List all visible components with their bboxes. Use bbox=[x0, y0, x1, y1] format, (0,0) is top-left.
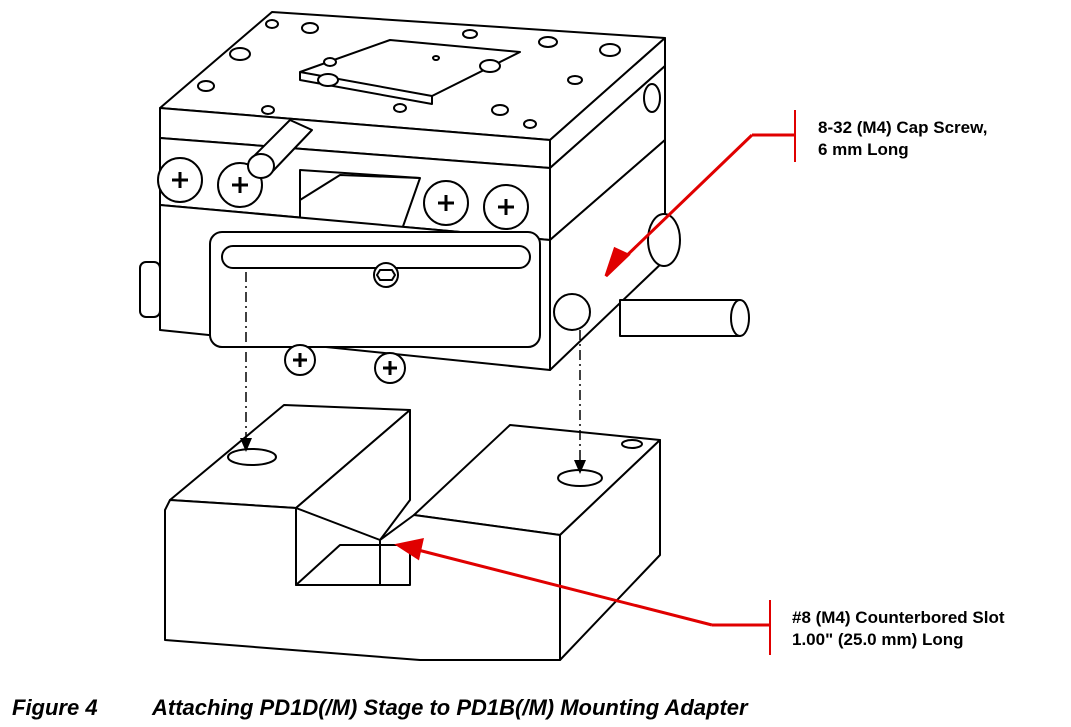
counterbored-slot-callout-line2: 1.00" (25.0 mm) Long bbox=[792, 630, 964, 649]
adapter-hole-left bbox=[227, 448, 277, 466]
mounting-adapter bbox=[164, 404, 661, 661]
figure-caption: Figure 4 Attaching PD1D(/M) Stage to PD1B… bbox=[12, 695, 748, 721]
alignment-lines bbox=[245, 272, 581, 465]
counterbored-slot-callout-line1: #8 (M4) Counterbored Slot bbox=[792, 608, 1005, 627]
adapter-front bbox=[164, 499, 561, 661]
figure-number: Figure 4 bbox=[12, 695, 98, 720]
figure-title: Attaching PD1D(/M) Stage to PD1B(/M) Mou… bbox=[152, 695, 748, 720]
cap-screw-callout-line1: 8-32 (M4) Cap Screw, bbox=[818, 118, 988, 137]
top-plate-recess bbox=[299, 39, 521, 97]
adapter-side bbox=[559, 439, 661, 661]
adapter-slot bbox=[295, 544, 411, 586]
cap-screw-callout-line2: 6 mm Long bbox=[818, 140, 909, 159]
adjust-slot bbox=[221, 245, 531, 269]
front-screws bbox=[157, 157, 591, 384]
top-holes bbox=[197, 19, 621, 129]
counterbored-slot-callout: #8 (M4) Counterbored Slot 1.00" (25.0 mm… bbox=[792, 607, 1005, 651]
alignment-arrowheads bbox=[240, 438, 586, 474]
translation-stage bbox=[139, 11, 750, 384]
cap-screw-callout: 8-32 (M4) Cap Screw, 6 mm Long bbox=[818, 117, 987, 161]
adapter-left-side bbox=[295, 409, 411, 541]
callout-arrows bbox=[394, 110, 796, 655]
adapter-hole-top bbox=[621, 439, 643, 449]
screw-cross bbox=[172, 172, 514, 375]
